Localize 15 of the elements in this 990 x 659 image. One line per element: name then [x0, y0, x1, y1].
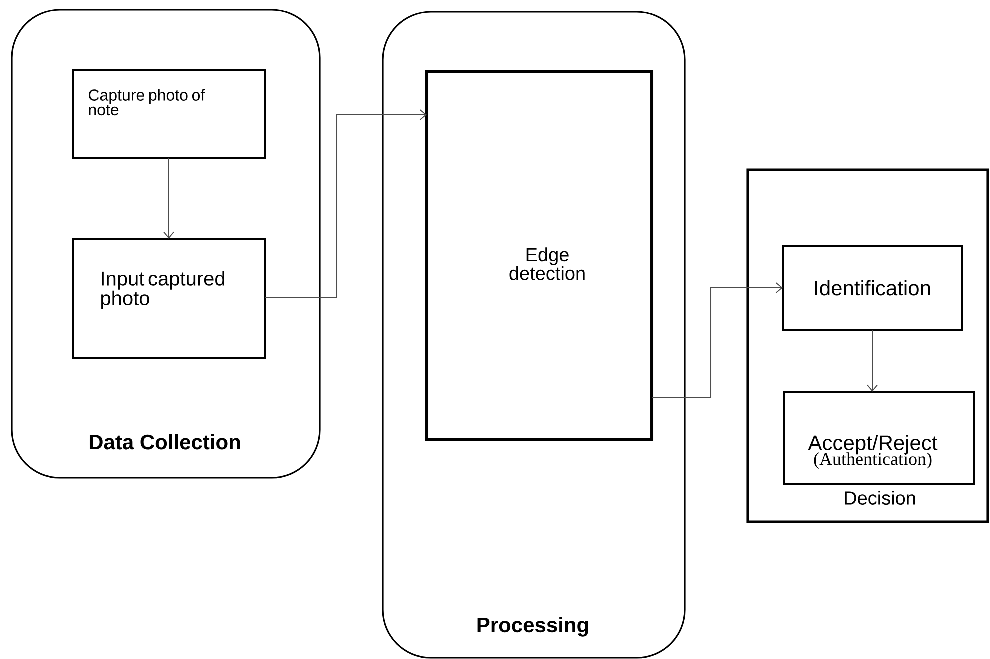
process-box: Edge detection: [426, 70, 654, 442]
arrow: [264, 110, 427, 298]
stage-panel: [11, 9, 321, 479]
stage-panel: [746, 168, 990, 524]
arrow: [867, 330, 878, 392]
process-box: Input captured photo: [72, 238, 266, 359]
arrow: [652, 282, 784, 398]
stage-title: Processing: [478, 617, 588, 637]
arrow: [164, 158, 174, 239]
stage-title: Data Collection: [90, 434, 240, 450]
process-box: Identification: [782, 245, 963, 331]
process-box: Accept/Reject (Authentication): [783, 391, 976, 485]
process-box: Capture photo of note: [72, 69, 266, 159]
stage-title: Decision: [845, 491, 916, 505]
stage-panel: [382, 11, 686, 659]
